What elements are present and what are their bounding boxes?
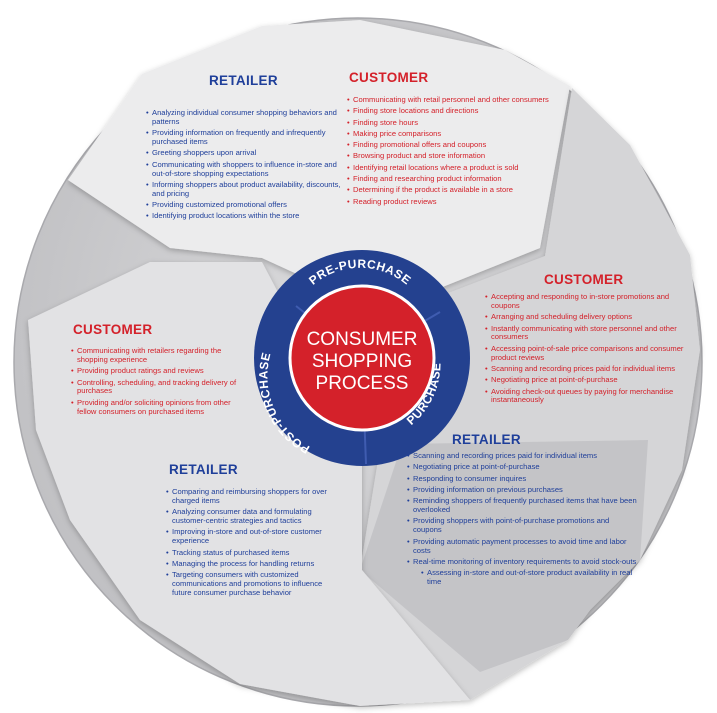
post-customer-heading: CUSTOMER [73,322,153,337]
pre-customer-list: Communicating with retail personnel and … [347,95,557,209]
list-item: Targeting consumers with customized comm… [166,570,341,598]
post-retailer-heading: RETAILER [169,462,238,477]
list-item: Analyzing individual consumer shopping b… [146,108,342,127]
pre-retailer-list: Analyzing individual consumer shopping b… [146,108,342,224]
list-item: Providing automatic payment processes to… [407,537,639,556]
list-item: Identifying retail locations where a pro… [347,163,557,173]
list-item: Responding to consumer inquires [407,474,639,484]
list-item: Communicating with retail personnel and … [347,95,557,105]
list-item: Finding and researching product informat… [347,174,557,184]
list-item: Finding store hours [347,118,557,128]
list-item: Real-time monitoring of inventory requir… [407,557,639,567]
purchase-customer-heading: CUSTOMER [544,272,624,287]
list-item: Scanning and recording prices paid for i… [407,451,639,461]
list-item: Controlling, scheduling, and tracking de… [71,378,247,397]
list-item: Providing information on frequently and … [146,128,342,147]
center-title-line-3: PROCESS [316,373,409,394]
list-item: Reading product reviews [347,197,557,207]
list-item: Determining if the product is available … [347,185,557,195]
center-title-line-2: SHOPPING [312,351,412,372]
purchase-retailer-heading: RETAILER [452,432,521,447]
list-item: Providing shoppers with point-of-purchas… [407,516,639,535]
list-item: Improving in-store and out-of-store cust… [166,528,341,546]
list-item: Reminding shoppers of frequently purchas… [407,496,639,515]
sub-list-item: Assessing in-store and out-of-store prod… [421,568,639,587]
pre-customer-heading: CUSTOMER [349,70,429,85]
list-item: Finding promotional offers and coupons [347,140,557,150]
list-item: Communicating with retailers regarding t… [71,346,247,365]
list-item: Communicating with shoppers to influence… [146,160,342,179]
list-item: Finding store locations and directions [347,106,557,116]
list-item: Avoiding check-out queues by paying for … [485,387,690,406]
list-item: Accessing point-of-sale price comparison… [485,344,690,363]
purchase-retailer-list: Scanning and recording prices paid for i… [407,451,639,589]
list-item: Providing information on previous purcha… [407,485,639,495]
list-item: Making price comparisons [347,129,557,139]
list-item: Arranging and scheduling delivery option… [485,312,690,322]
list-item: Informing shoppers about product availab… [146,180,342,199]
list-item: Browsing product and store information [347,152,557,162]
list-item: Tracking status of purchased items [166,548,341,558]
list-item: Identifying product locations within the… [146,212,342,222]
list-item: Providing and/or soliciting opinions fro… [71,398,247,417]
list-item: Negotiating price at point-of-purchase [407,462,639,472]
list-item: Analyzing consumer data and formulating … [166,507,341,526]
list-item: Managing the process for handling return… [166,559,341,569]
pre-retailer-heading: RETAILER [209,73,278,88]
center-title-line-1: CONSUMER [307,329,418,350]
list-item: Greeting shoppers upon arrival [146,149,342,159]
post-retailer-list: Comparing and reimbursing shoppers for o… [166,487,341,600]
list-item: Providing product ratings and reviews [71,366,247,376]
post-customer-list: Communicating with retailers regarding t… [71,346,247,419]
list-item: Scanning and recording prices paid for i… [485,364,690,374]
list-item: Negotiating price at point-of-purchase [485,375,690,385]
purchase-customer-list: Accepting and responding to in-store pro… [485,292,690,408]
center-circle [288,284,436,432]
list-item: Accepting and responding to in-store pro… [485,292,690,311]
list-item: Comparing and reimbursing shoppers for o… [166,487,341,506]
list-item: Instantly communicating with store perso… [485,324,690,343]
list-item: Providing customized promotional offers [146,200,342,210]
